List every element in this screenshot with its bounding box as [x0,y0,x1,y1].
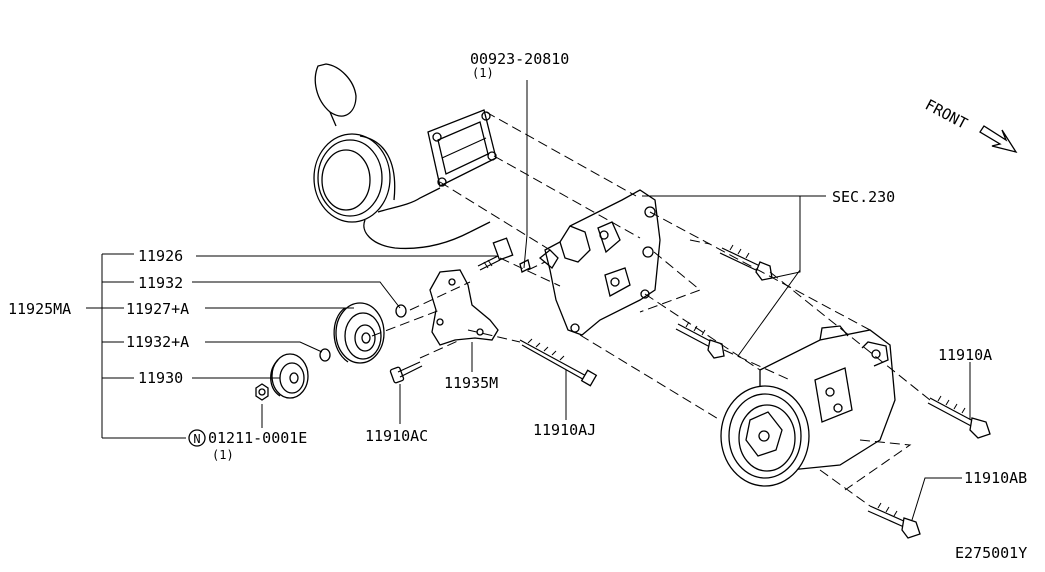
compressor-bracket [538,189,661,336]
label-00923-qty: (1) [472,66,494,80]
bolt-11910ac [389,361,423,384]
label-11930: 11930 [138,369,183,387]
label-sec230: SEC.230 [832,188,895,206]
label-01211: 01211-0001E [208,429,307,447]
label-11910ac: 11910AC [365,427,428,445]
bolt-11910ab [867,502,921,539]
svg-text:N: N [193,432,200,446]
label-11935m: 11935M [444,374,498,392]
assembly-guide-lines [371,111,931,507]
diagram-code: E275001Y [955,544,1027,562]
label-11910aj: 11910AJ [533,421,596,439]
leader-lines [86,80,971,521]
washer-11932 [395,304,407,318]
label-11926: 11926 [138,247,183,265]
label-11910a: 11910A [938,346,992,364]
idler-bracket [429,269,499,346]
label-11910ab: 11910AB [964,469,1027,487]
nut-01211 [255,383,269,401]
label-00923: 00923-20810 [470,50,569,68]
front-arrow [979,125,1018,154]
label-11927a: 11927+A [126,300,189,318]
engine-outline [313,63,497,250]
label-11932: 11932 [138,274,183,292]
ac-compressor [720,325,896,487]
n-mark-icon: N [188,429,206,447]
label-11932a: 11932+A [126,333,189,351]
idler-pulley [333,302,385,364]
label-front: FRONT [922,96,970,133]
label-11925ma: 11925MA [8,300,71,318]
bolt-11910aj [519,338,598,387]
washer-11932a [319,348,331,362]
label-01211-qty: (1) [212,448,234,462]
bolt-mid-bracket [675,321,725,359]
pulley-cover-11930 [270,353,309,399]
bolt-11910a [927,395,991,439]
bolt-upper-bracket [719,244,773,281]
adjust-stud [477,237,514,271]
